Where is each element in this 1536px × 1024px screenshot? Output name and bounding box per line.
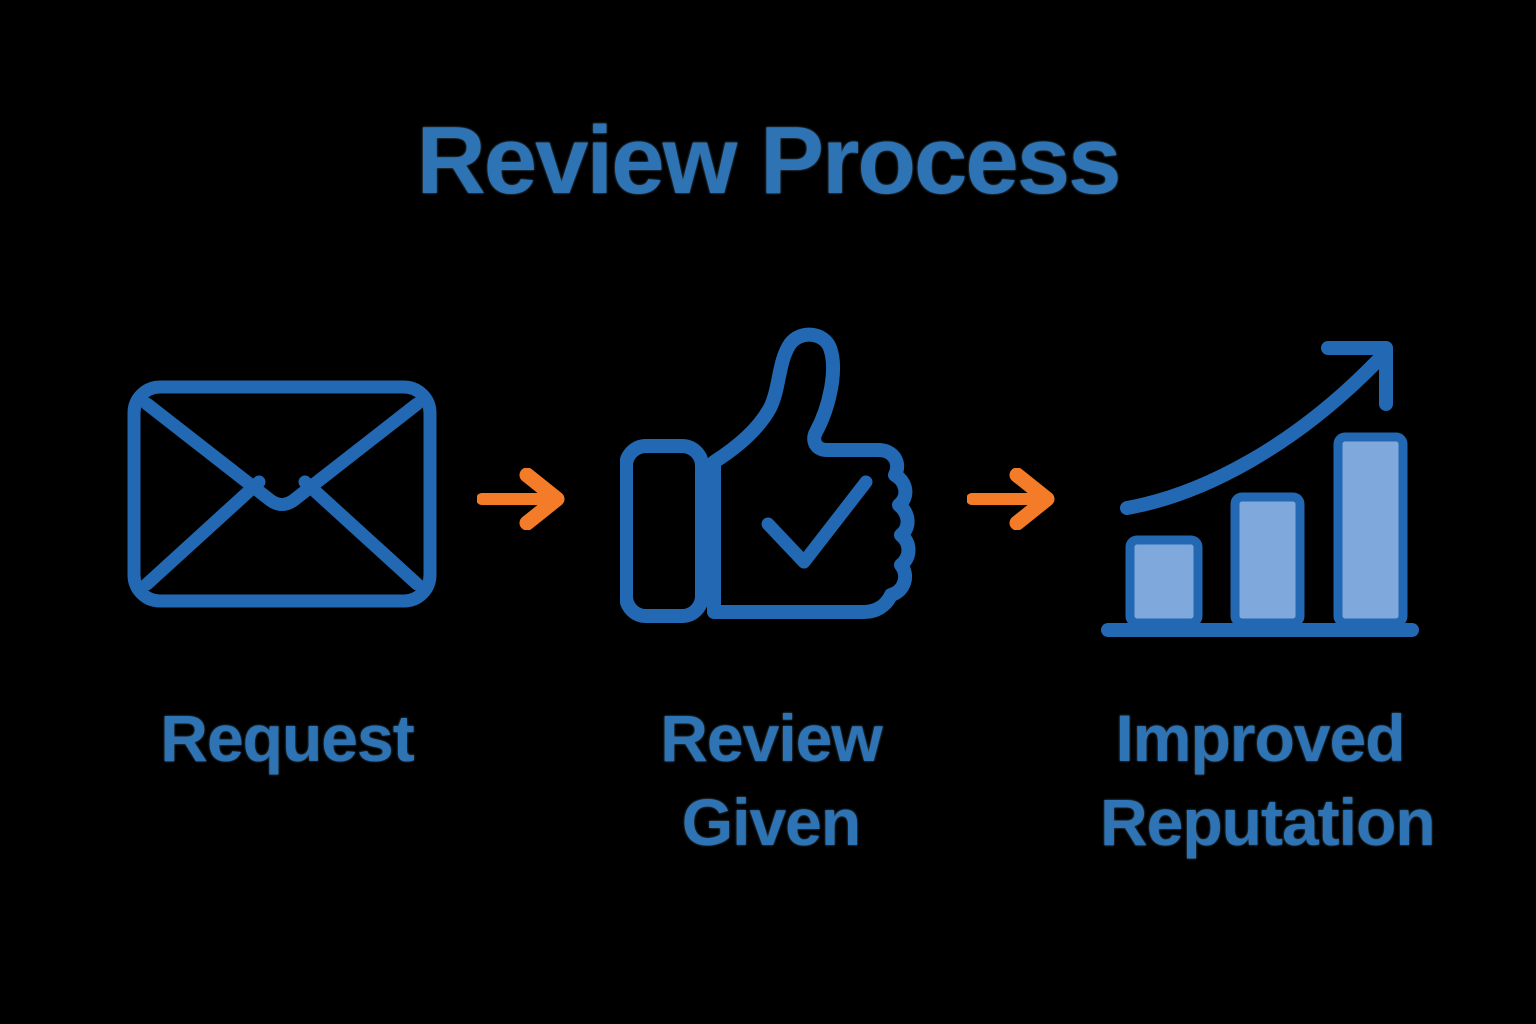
step-label-improved-reputation: Improved Reputation: [1100, 701, 1436, 860]
step-label-request: Request: [160, 701, 414, 775]
thumbs-up-svg: [620, 327, 916, 623]
checkmark-icon: [761, 475, 873, 569]
right-arrow-icon: [967, 468, 1067, 530]
arrow-head: [519, 468, 565, 530]
right-arrow-svg: [477, 468, 565, 530]
envelope-fold-right: [298, 475, 424, 591]
bar-chart-growth-icon: [1100, 340, 1420, 640]
envelope-flap: [140, 397, 424, 511]
right-arrow-svg: [967, 468, 1055, 530]
envelope-icon-svg: [127, 380, 437, 608]
thumb-cuff: [620, 439, 709, 623]
thumb-hand: [707, 327, 916, 619]
growth-arrow-head: [1321, 341, 1393, 411]
right-arrow-icon: [477, 468, 577, 530]
bar-tall: [1333, 432, 1408, 628]
bar-small: [1125, 535, 1203, 628]
arrow-head: [1009, 468, 1055, 530]
thumbs-up-check-icon: [620, 312, 920, 630]
bar-chart-svg: [1101, 341, 1419, 637]
envelope-icon: [127, 380, 437, 608]
bar-medium: [1230, 492, 1305, 628]
diagram-title: Review Process: [416, 107, 1121, 214]
growth-curve: [1120, 347, 1391, 515]
step-label-review-given: Review Given: [660, 701, 882, 860]
envelope-body: [127, 380, 437, 608]
envelope-fold-left: [140, 475, 266, 591]
